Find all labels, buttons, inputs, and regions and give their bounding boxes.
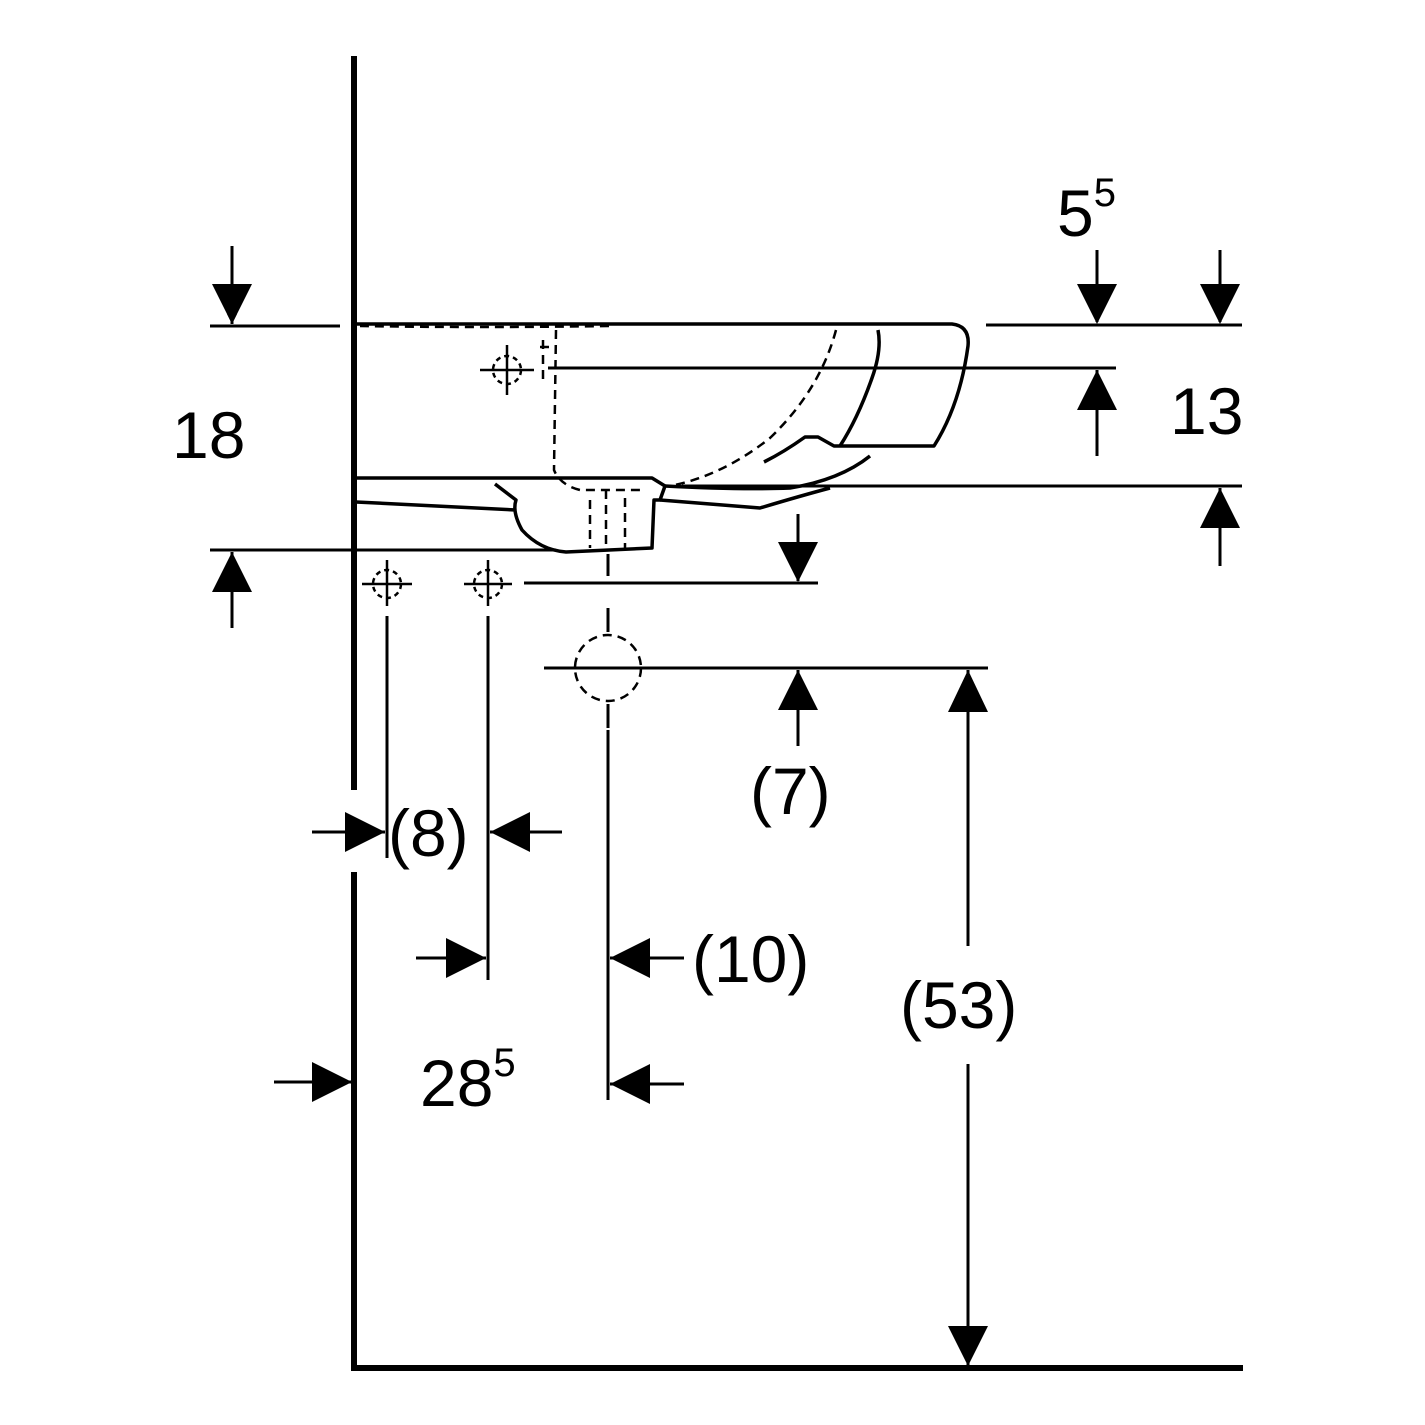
- label-mounting-height: (53): [900, 968, 1017, 1042]
- label-drain-offset: (10): [692, 922, 809, 996]
- label-drain-drop: (7): [750, 754, 831, 828]
- washbasin-outline: [354, 322, 970, 554]
- label-overflow-height: 13: [1170, 374, 1243, 448]
- wall-and-floor: [351, 56, 1243, 1371]
- label-tap-spacing: (8): [388, 796, 469, 870]
- tap-cross-right: [464, 560, 512, 606]
- dimension-arrows: [212, 246, 1240, 1366]
- dimension-labels: 18 55 13 (8) (10) 285 (7) (53): [172, 171, 1243, 1120]
- label-rim-thickness: 55: [1057, 171, 1116, 250]
- tap-cross-left: [362, 560, 412, 606]
- extension-lines: [210, 323, 1242, 1100]
- label-wall-to-tap: 285: [420, 1041, 516, 1120]
- label-overall-height: 18: [172, 398, 245, 472]
- overflow-cross: [480, 345, 534, 395]
- hidden-bowl-lines: [359, 324, 838, 703]
- tap-hole-crosses: [362, 345, 534, 606]
